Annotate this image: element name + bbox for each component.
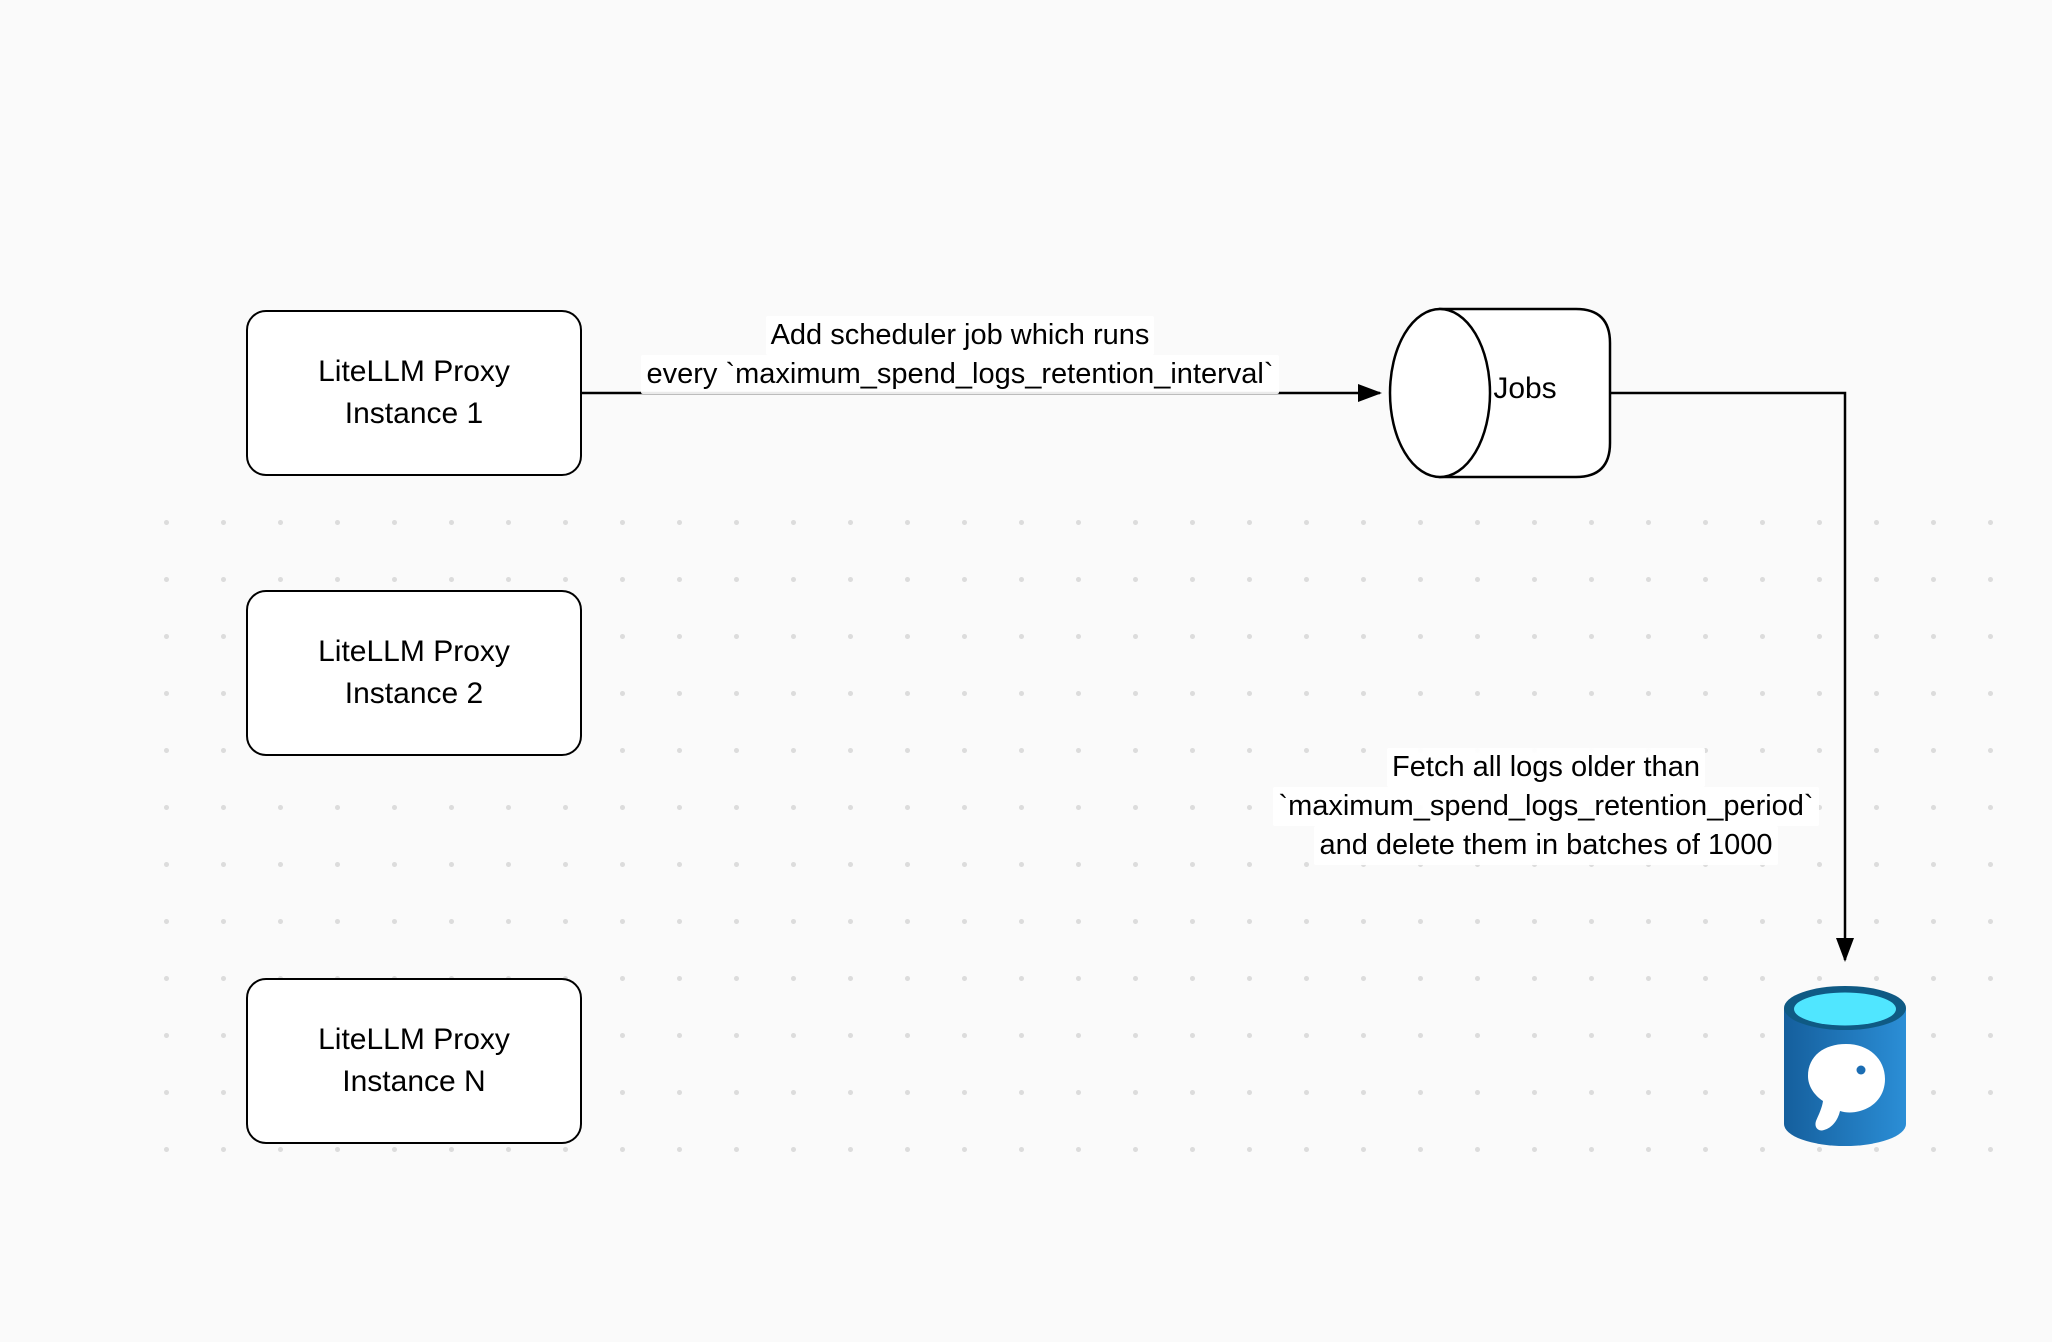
elephant-eye [1856,1065,1866,1075]
edge-label-line: Fetch all logs older than [1387,748,1705,787]
edge-label-line: and delete them in batches of 1000 [1314,826,1778,865]
node-label-line: Instance 2 [344,677,484,710]
edge-label-line: `maximum_spend_logs_retention_period` [1273,787,1819,826]
node-litellm-proxy-instance-2: LiteLLM Proxy Instance 2 [246,590,582,756]
jobs-node-label: Jobs [1493,372,1557,405]
jobs-cylinder-face [1388,307,1492,479]
node-label-line: LiteLLM Proxy [318,1023,510,1056]
node-label-line: LiteLLM Proxy [318,635,510,668]
node-label-line: LiteLLM Proxy [318,355,510,388]
postgresql-database-icon [1784,986,1906,1146]
edge-label-line: Add scheduler job which runs [765,316,1155,355]
postgresql-elephant-icon [1808,1044,1885,1131]
node-litellm-proxy-instance-1: LiteLLM Proxy Instance 1 [246,310,582,476]
node-label-line: Instance N [342,1065,486,1098]
node-litellm-proxy-instance-n: LiteLLM Proxy Instance N [246,978,582,1144]
node-label-line: Instance 1 [344,397,484,430]
scheduler-edge-label: Add scheduler job which runs every `maxi… [580,316,1340,394]
fetch-edge-label: Fetch all logs older than `maximum_spend… [1240,748,1852,865]
edge-label-line: every `maximum_spend_logs_retention_inte… [641,355,1279,394]
fetch-connector-arrow [1610,391,1854,962]
postgres-cylinder-top [1794,992,1896,1026]
